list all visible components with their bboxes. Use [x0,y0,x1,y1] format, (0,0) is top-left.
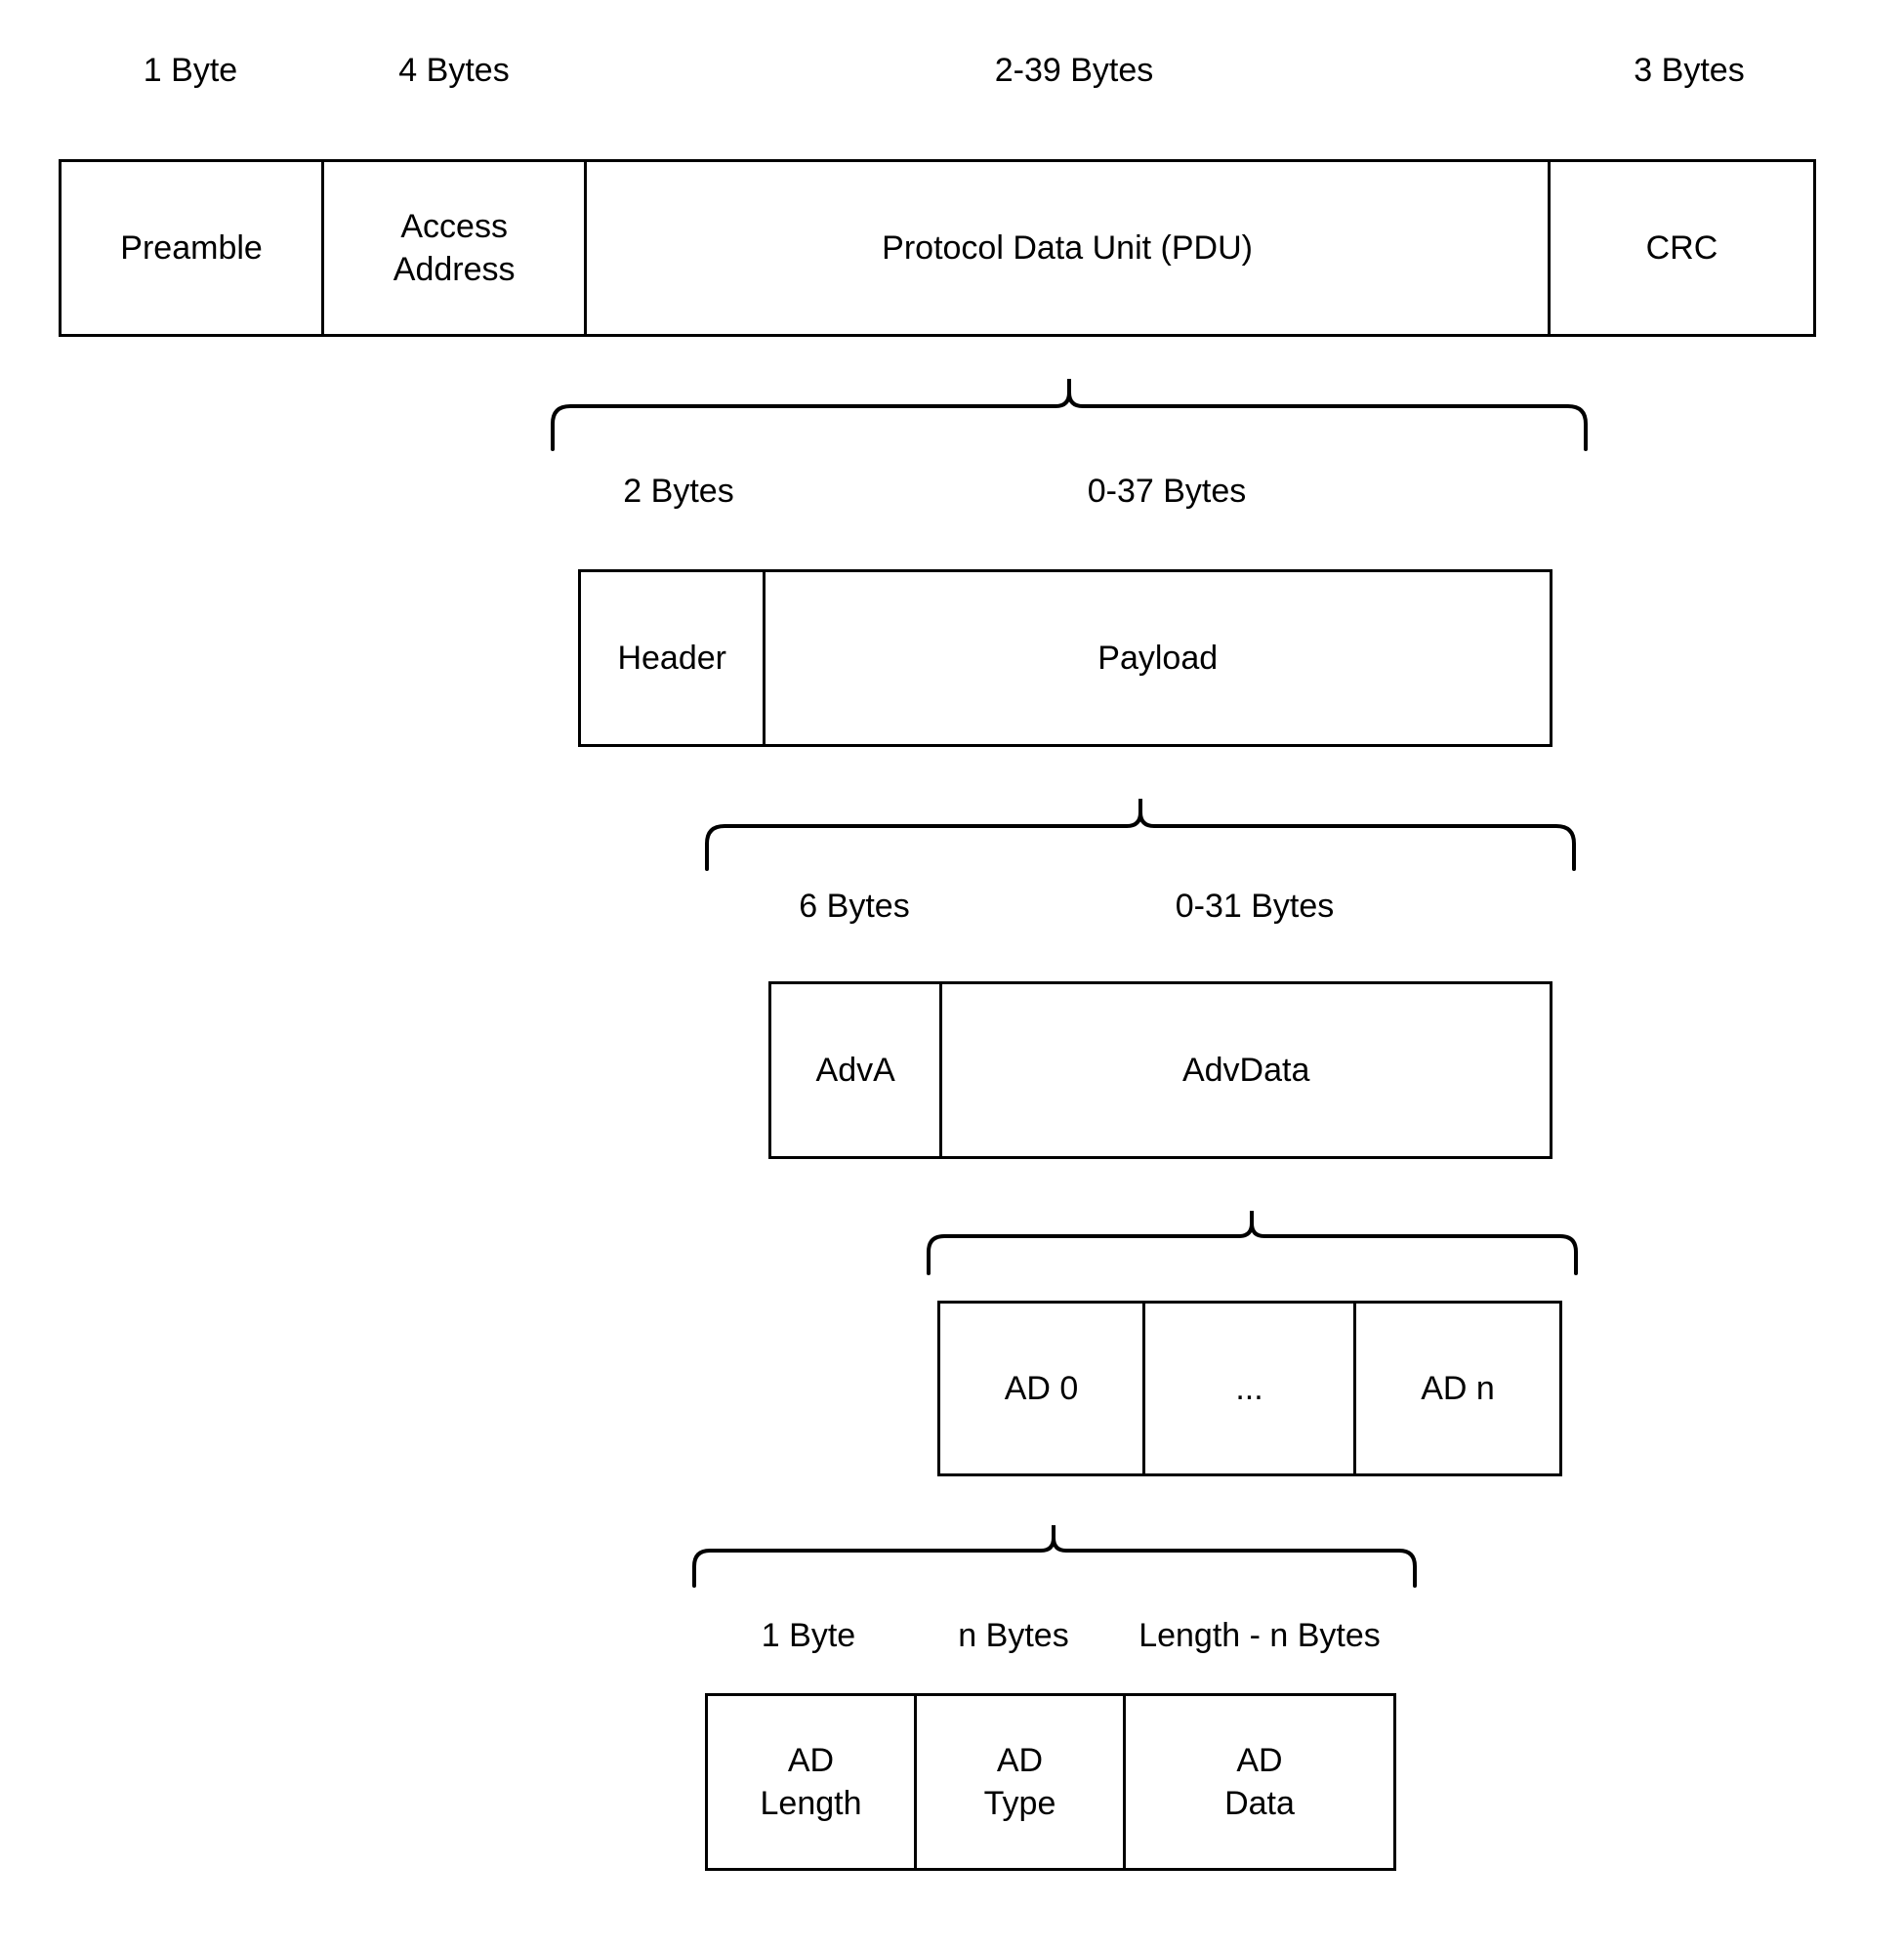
field-cell-access-address: Access Address [324,162,588,334]
field-cell-ad-ellipsis: ... [1145,1304,1356,1473]
field-cell-crc: CRC [1550,162,1813,334]
size-label-ad-type: n Bytes [958,1617,1069,1654]
field-cell-ad-n: AD n [1355,1304,1559,1473]
field-cell-preamble: Preamble [62,162,325,334]
field-row-ad-structure: AD Length AD Type AD Data [705,1693,1396,1871]
field-row-link-layer-packet: Preamble Access Address Protocol Data Un… [59,159,1816,337]
size-label-ad-data: Length - n Bytes [1138,1617,1381,1654]
size-label-preamble: 1 Byte [143,52,238,89]
brace-pdu-expand [547,379,1592,451]
field-cell-payload: Payload [766,572,1550,744]
size-label-access-address: 4 Bytes [398,52,510,89]
field-cell-ad-type: AD Type [917,1696,1126,1868]
field-cell-ad-0: AD 0 [940,1304,1146,1473]
size-label-adva: 6 Bytes [799,888,910,925]
brace-advdata-expand [923,1211,1582,1275]
size-label-crc: 3 Bytes [1634,52,1745,89]
field-row-payload: AdvA AdvData [768,981,1552,1159]
field-cell-adva: AdvA [771,984,943,1156]
field-row-pdu: Header Payload [578,569,1552,747]
field-row-advdata: AD 0 ... AD n [937,1301,1562,1476]
field-cell-pdu: Protocol Data Unit (PDU) [587,162,1551,334]
field-cell-ad-data: AD Data [1126,1696,1393,1868]
size-label-payload: 0-37 Bytes [1087,473,1247,510]
field-cell-header: Header [581,572,766,744]
field-cell-advdata: AdvData [942,984,1550,1156]
size-label-pdu: 2-39 Bytes [994,52,1154,89]
size-label-advdata: 0-31 Bytes [1175,888,1335,925]
size-label-header: 2 Bytes [623,473,734,510]
brace-ad-expand [688,1525,1421,1588]
field-cell-ad-length: AD Length [708,1696,917,1868]
brace-payload-expand [701,799,1580,871]
size-label-ad-length: 1 Byte [761,1617,856,1654]
